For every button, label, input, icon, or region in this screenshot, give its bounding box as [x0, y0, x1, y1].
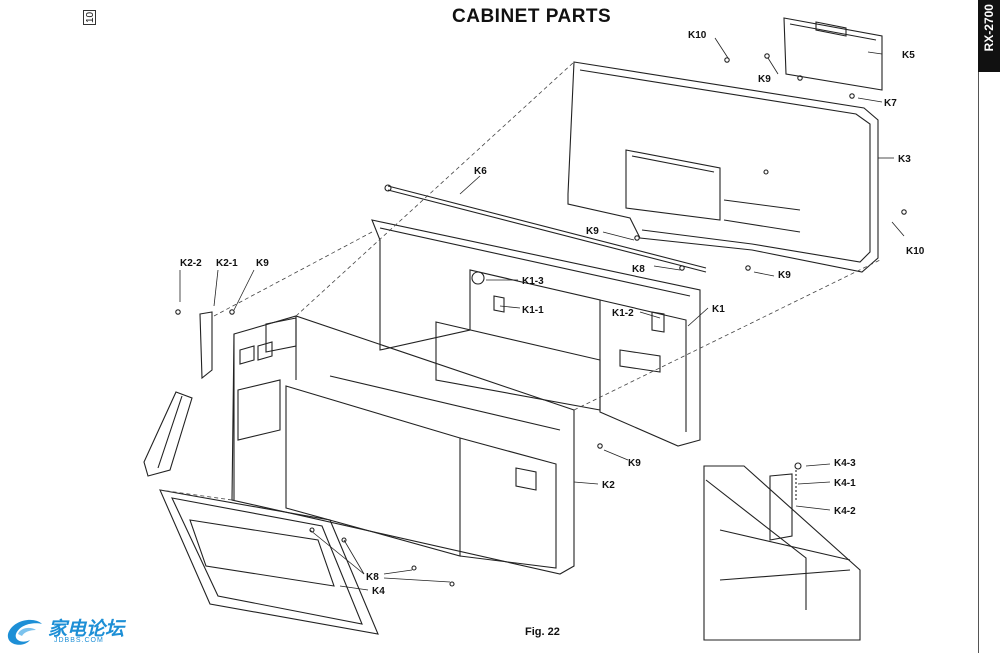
- label-k9-top: K9: [758, 74, 771, 85]
- label-k9-left: K9: [256, 258, 269, 269]
- small-cover-k5: [783, 17, 883, 91]
- label-k7: K7: [884, 98, 897, 109]
- label-k9-bottom: K9: [628, 458, 641, 469]
- label-k1-2: K1-2: [612, 308, 634, 319]
- label-k10-top: K10: [688, 30, 707, 41]
- strap-k2-1: [143, 311, 213, 477]
- antenna-k6: [384, 184, 707, 273]
- label-k2-2: K2-2: [180, 258, 202, 269]
- label-k4: K4: [372, 586, 385, 597]
- page-title: CABINET PARTS: [452, 6, 612, 27]
- cassette-door-k4: [159, 489, 379, 635]
- inset-detail-k4: [703, 465, 861, 641]
- label-k2-1: K2-1: [216, 258, 238, 269]
- leader-lines: [179, 37, 905, 591]
- label-k1: K1: [712, 304, 725, 315]
- label-k1-3: K1-3: [522, 276, 544, 287]
- page-edge-line: [978, 0, 979, 653]
- label-k3: K3: [898, 154, 911, 165]
- label-k1-1: K1-1: [522, 305, 544, 316]
- logo-swirl-icon: [7, 619, 42, 645]
- part-labels: K10 K9 K5 K7 K3 K10 K6 K9 K8 K9 K2-2 K2-…: [180, 30, 925, 597]
- site-logo: 家电论坛 JDBBS.COM: [4, 612, 134, 652]
- label-k9-right: K9: [778, 270, 791, 281]
- label-k10-right: K10: [906, 246, 925, 257]
- label-k6: K6: [474, 166, 487, 177]
- label-k8-mid: K8: [632, 264, 645, 275]
- logo-text: 家电论坛: [48, 618, 125, 640]
- front-cabinet-k2: [231, 315, 575, 575]
- label-k4-2: K4-2: [834, 506, 856, 517]
- chassis-k1: [371, 219, 701, 447]
- label-k2: K2: [602, 480, 615, 491]
- assembly-guide-lines: [159, 61, 881, 501]
- label-k8-bottom: K8: [366, 572, 379, 583]
- label-k4-3: K4-3: [834, 458, 856, 469]
- logo-url: JDBBS.COM: [54, 637, 104, 644]
- model-tab: RX-2700: [978, 0, 1000, 72]
- label-k4-1: K4-1: [834, 478, 856, 489]
- screws: [175, 53, 907, 587]
- figure-caption: Fig. 22: [525, 626, 560, 638]
- label-k9-mid: K9: [586, 226, 599, 237]
- label-k5: K5: [902, 50, 915, 61]
- back-cover-k3: [567, 61, 879, 273]
